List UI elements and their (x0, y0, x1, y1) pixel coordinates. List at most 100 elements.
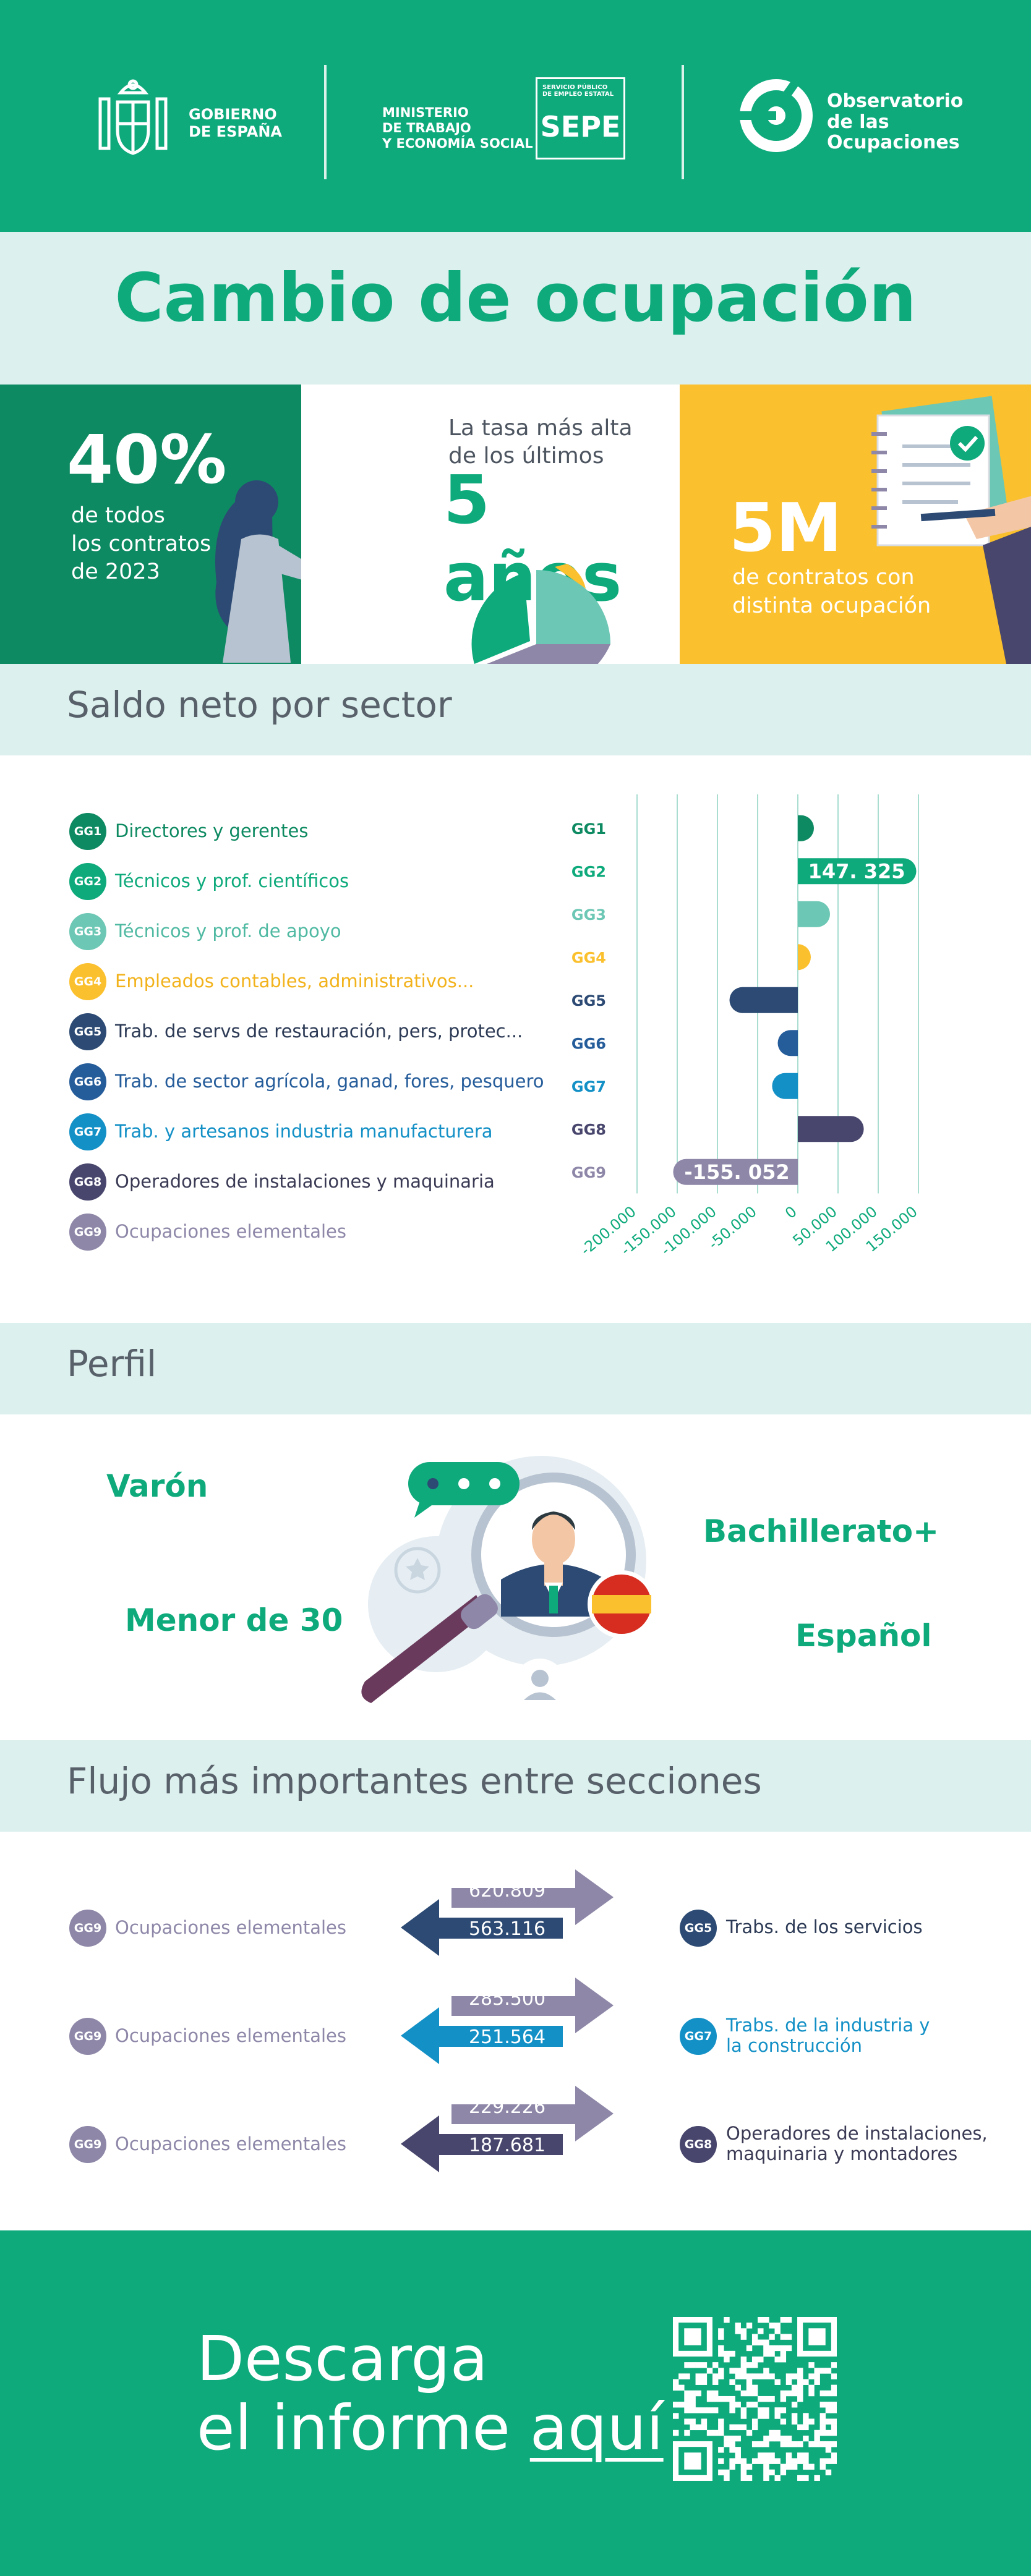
legend-badge-gg4: GG4 (69, 963, 106, 1000)
qr-module (825, 2469, 832, 2476)
qr-module (684, 2407, 690, 2413)
qr-module (763, 2345, 769, 2352)
qr-module (673, 2429, 679, 2436)
qr-module (825, 2418, 832, 2425)
qr-module (718, 2447, 724, 2453)
qr-finder-core (684, 2328, 701, 2345)
qr-module (803, 2424, 809, 2431)
qr-module (758, 2441, 764, 2447)
qr-module (751, 2402, 758, 2408)
stat2-line2: de los últimos (448, 443, 604, 469)
download-link[interactable]: aquí (529, 2392, 664, 2464)
qr-module (740, 2334, 747, 2340)
qr-module (774, 2407, 781, 2413)
qr-module (780, 2334, 787, 2340)
title-band (0, 232, 1031, 385)
qr-module (746, 2323, 753, 2329)
qr-module (791, 2413, 798, 2419)
qr-module (803, 2475, 809, 2481)
qr-module (758, 2339, 764, 2345)
download-line2-pre: el informe (197, 2392, 530, 2464)
qr-module (803, 2463, 809, 2470)
qr-module (735, 2424, 741, 2431)
qr-module (774, 2345, 781, 2352)
qr-module (780, 2469, 787, 2476)
qr-module (831, 2429, 837, 2436)
qr-module (785, 2334, 792, 2340)
qr-module (825, 2447, 832, 2453)
qr-module (740, 2407, 747, 2413)
qr-module (831, 2458, 837, 2464)
qr-module (785, 2379, 792, 2385)
arrow-in (401, 2115, 563, 2172)
qr-module (763, 2463, 769, 2470)
qr-module (825, 2458, 832, 2464)
legend-label-gg7: Trab. y artesanos industria manufacturer… (115, 1121, 493, 1142)
flow-to-line1: Trabs. de la industria y (726, 2015, 930, 2036)
qr-code-icon[interactable] (673, 2317, 837, 2481)
qr-module (774, 2458, 781, 2464)
qr-module (763, 2441, 769, 2447)
stat1-line1: de todos (71, 503, 165, 528)
qr-module (718, 2368, 724, 2374)
qr-module (803, 2435, 809, 2442)
arrow-out-body (453, 1996, 563, 2015)
qr-module (825, 2390, 832, 2397)
qr-module (831, 2407, 837, 2413)
qr-module (791, 2418, 798, 2425)
qr-module (751, 2356, 758, 2363)
profile-magnifier-illustration-icon (361, 1456, 656, 1711)
stat3-line1: de contratos con (732, 565, 915, 590)
stat2-text: La tasa más alta de los últimos (448, 414, 633, 470)
flow-to-badge: GG7 (680, 2018, 717, 2055)
qr-module (729, 2441, 735, 2447)
legend-label-gg8: Operadores de instalaciones y maquinaria (115, 1171, 495, 1192)
qr-module (695, 2424, 701, 2431)
qr-module (780, 2317, 787, 2323)
qr-module (769, 2334, 775, 2340)
qr-module (814, 2379, 820, 2385)
qr-module (814, 2429, 820, 2436)
qr-finder-core (684, 2452, 701, 2470)
qr-module (701, 2407, 708, 2413)
qr-module (678, 2384, 685, 2391)
qr-module (763, 2368, 769, 2374)
qr-module (735, 2452, 741, 2459)
sepe-small-text: SERVICIO PÚBLICO DE EMPLEO ESTATAL (542, 84, 614, 98)
qr-module (769, 2345, 775, 2352)
obs-line1: Observatorio (827, 90, 964, 112)
qr-module (735, 2447, 741, 2453)
qr-module (758, 2407, 764, 2413)
qr-module (808, 2362, 815, 2368)
legend-label-gg9: Ocupaciones elementales (115, 1221, 346, 1242)
qr-module (758, 2356, 764, 2363)
qr-module (746, 2429, 753, 2436)
data-label-gg2: 147. 325 (808, 859, 905, 883)
qr-module (819, 2429, 826, 2436)
qr-module (774, 2413, 781, 2419)
qr-module (819, 2402, 826, 2408)
section-title-flujo: Flujo más importantes entre secciones (67, 1760, 762, 1802)
qr-module (791, 2458, 798, 2464)
section-title-saldo: Saldo neto por sector (67, 684, 452, 726)
coat-of-arms-icon (98, 79, 168, 155)
qr-module (729, 2463, 735, 2470)
legend-badge-gg9: GG9 (69, 1214, 106, 1251)
qr-module (740, 2458, 747, 2464)
qr-module (769, 2350, 775, 2357)
qr-module (740, 2356, 747, 2363)
flow-to-line2: la construcción (726, 2035, 862, 2057)
stat1-text: de todos los contratos de 2023 (71, 502, 211, 587)
qr-module (729, 2458, 735, 2464)
qr-module (763, 2475, 769, 2481)
qr-module (724, 2469, 730, 2476)
qr-module (758, 2328, 764, 2334)
qr-module (774, 2429, 781, 2436)
qr-module (769, 2395, 775, 2402)
qr-module (791, 2384, 798, 2391)
qr-module (718, 2429, 724, 2436)
qr-module (690, 2362, 696, 2368)
qr-module (758, 2395, 764, 2402)
flow-in-value: 187.681 (468, 2135, 546, 2156)
qr-module (763, 2373, 769, 2379)
